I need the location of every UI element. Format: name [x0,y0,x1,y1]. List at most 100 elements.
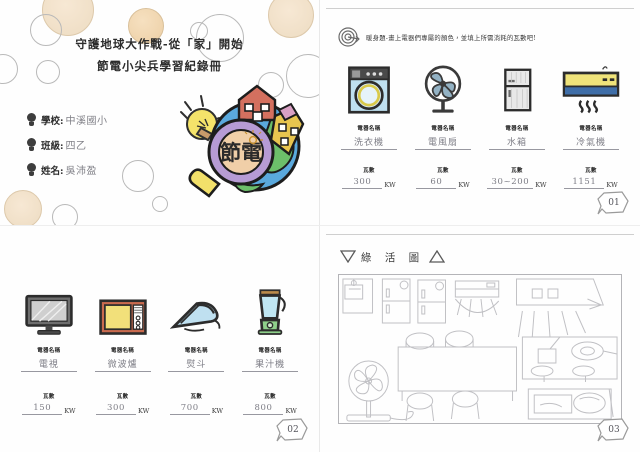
appliance-name-caption: 電器名稱 [505,126,529,132]
appliance-name-caption: 電器名稱 [184,348,208,354]
page01-header: 暖身題-畫上電器們專屬的顏色，並填上所需消耗的瓦數吧! [338,26,626,48]
appliance-name-caption: 電器名稱 [37,348,61,354]
triangle-down-icon [339,248,357,267]
air-conditioner-icon [561,58,621,116]
refrigerator-icon [496,58,538,116]
wattage-value: 700 [169,403,210,415]
wattage-unit: KW [64,407,76,415]
scan-edge-line [326,8,634,9]
bubble-decoration [36,60,60,84]
television-icon [24,280,74,338]
wattage-caption: 瓦數 [437,168,449,174]
field-school: 學校: 中溪國小 [26,112,108,127]
bubble-decoration [52,204,78,225]
wattage-unit: KW [384,181,396,189]
electric-fan-icon [419,58,467,116]
washing-machine-icon [345,58,393,116]
appliance-name-value: 熨斗 [168,357,225,372]
wattage-unit: KW [285,407,297,415]
page03-heading-text: 綠 活 圖 [361,252,425,264]
appliance-name-value: 電風扇 [415,135,471,150]
appliance-name-caption: 電器名稱 [579,126,603,132]
appliance-name-caption: 電器名稱 [111,348,135,354]
appliance-name-value: 電視 [20,357,77,372]
room-sketch [342,278,618,422]
emblem-text: 節電 [220,140,262,165]
page-number-text: 01 [608,198,620,208]
wattage-unit: KW [606,181,618,189]
wattage-value: 300 [95,403,136,415]
field-class: 班級: 四乙 [26,137,108,152]
appliance-name-value: 水箱 [489,135,545,150]
blender-icon [249,280,291,338]
wattage-value: 150 [22,403,63,415]
wattage-caption: 瓦數 [190,394,203,400]
wattage-unit: KW [137,407,150,415]
bulb-icon [26,138,37,151]
house-yellow-icon [269,102,305,156]
bubble-decoration [286,54,319,98]
magnifier-illustration: 節電 [188,118,275,198]
field-school-value: 中溪國小 [65,116,108,127]
appliance-cell: 電器名稱 熨斗 [160,280,234,372]
page01-instruction-text: 暖身題-畫上電器們專屬的顏色，並填上所需消耗的瓦數吧! [366,34,537,42]
appliance-cell: 電器名稱 電風扇 [406,58,480,150]
appliance-name-caption: 電器名稱 [431,126,455,132]
field-name: 姓名: 吳沛盈 [26,162,108,177]
bubble-decoration [190,22,208,40]
field-name-value: 吳沛盈 [65,166,98,177]
page03-heading: 綠 活 圖 [339,248,446,267]
bubble-decoration [122,160,154,192]
iron-icon [170,280,222,338]
page-03: 綠 活 圖 [320,226,640,452]
page-number-text: 02 [287,425,299,435]
wattage-caption: 瓦數 [116,394,129,400]
field-class-label: 班級: [41,140,64,152]
cover-title-line-1: 守護地球大作戰-從「家」開始 [75,37,244,51]
target-icon [338,26,360,48]
appliance-name-value: 果汁機 [242,357,299,372]
wattage-value: 800 [243,403,284,415]
wattage-caption: 瓦數 [43,394,55,400]
page-number-text: 03 [608,425,620,435]
page02-appliance-grid: 電器名稱 電視 電器名稱 微波爐 [12,280,307,372]
field-name-label: 姓名: [41,165,64,177]
wattage-unit: KW [211,407,224,415]
appliance-cell: 電器名稱 冷氣機 [554,58,628,150]
lightbulb-illustration [180,95,220,142]
appliance-name-caption: 電器名稱 [357,126,381,132]
wattage-unit: KW [458,181,470,189]
field-school-label: 學校: [41,115,64,127]
wattage-caption: 瓦數 [511,168,523,174]
page-number-badge: 02 [275,416,309,444]
page-01: 暖身題-畫上電器們專屬的顏色，並填上所需消耗的瓦數吧! 電器名稱 洗衣機 [320,0,640,226]
field-class-value: 四乙 [65,141,87,152]
bubble-decoration [4,190,42,225]
wattage-caption: 瓦數 [264,394,276,400]
scan-edge-line [326,234,634,235]
appliance-cell: 電器名稱 洗衣機 [332,58,406,150]
appliance-cell: 電器名稱 電視 [12,280,86,372]
appliance-name-value: 冷氣機 [563,135,619,150]
microwave-icon [98,280,148,338]
cover-title-line-2: 節電小尖兵學習紀錄冊 [97,59,222,73]
cover-title: 守護地球大作戰-從「家」開始 節電小尖兵學習紀錄冊 [0,36,319,74]
wattage-caption: 瓦數 [363,168,375,174]
page03-sketch-area [338,274,622,424]
wattage-value: 30~200 [487,177,534,189]
page01-appliance-grid: 電器名稱 洗衣機 電器名稱 電風扇 [332,58,628,150]
bubble-decoration [128,8,164,44]
house-red-icon [237,84,277,122]
page-number-badge: 01 [596,189,630,217]
